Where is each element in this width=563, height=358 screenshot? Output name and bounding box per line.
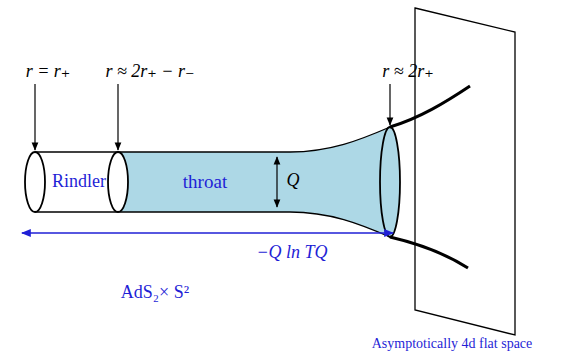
length-arrow <box>22 232 393 233</box>
flare-curve <box>390 86 470 127</box>
rindler-throat-boundary <box>108 152 128 212</box>
rindler-region: Rindler <box>46 156 112 208</box>
rindler-edge <box>35 211 118 212</box>
region-caption: Asymptotically 4d flat space <box>372 336 533 351</box>
region-name: Rindler <box>52 172 106 192</box>
horizon-ellipse <box>25 152 45 212</box>
throat-edge <box>118 127 390 152</box>
geometry-label: AdS₂× S² <box>121 283 189 303</box>
flare-curve <box>390 237 468 268</box>
leader-arrow <box>34 84 35 150</box>
throat-mouth <box>380 127 400 237</box>
radius-label: r ≈ 2r₊ <box>382 62 433 82</box>
region-name: throat <box>183 172 227 193</box>
leader-arrow <box>389 84 390 125</box>
radius-label: r ≈ 2r₊ − r₋ <box>105 62 194 82</box>
throat-fill <box>118 127 390 237</box>
width-arrow <box>276 157 277 207</box>
width-symbol: Q <box>287 171 300 191</box>
radius-label: r = r₊ <box>26 62 71 82</box>
throat-region: throat Q <box>130 156 385 208</box>
flat-space-plane <box>415 8 515 335</box>
leader-arrow <box>117 84 118 150</box>
rindler-fill <box>35 152 118 212</box>
length-label: −Q ln TQ <box>256 243 327 263</box>
rindler-edge <box>35 151 118 152</box>
